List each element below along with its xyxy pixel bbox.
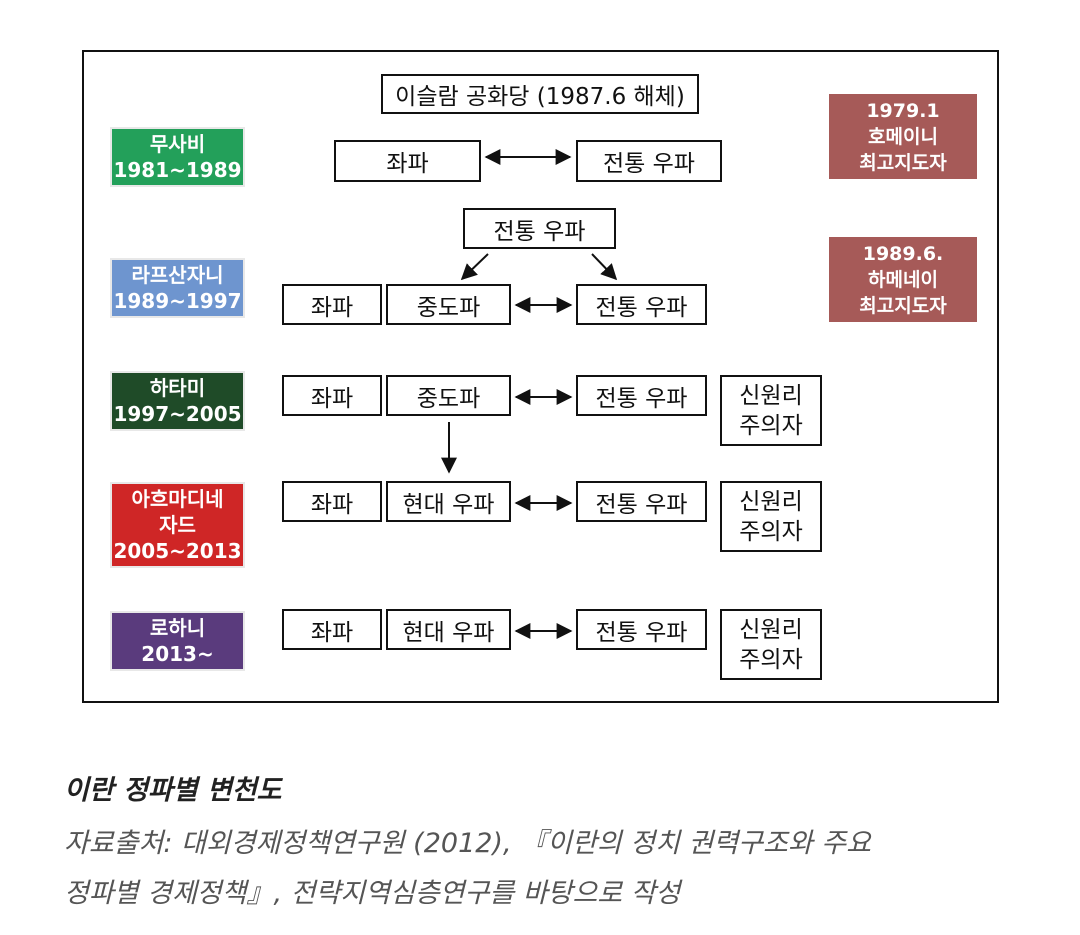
leader-khomeini: 1979.1 호메이니 최고지도자 <box>829 94 977 179</box>
row2-left-box: 좌파 <box>282 284 382 325</box>
row2-traditional-right-box: 전통 우파 <box>576 284 707 325</box>
era-years: 1981~1989 <box>113 158 242 182</box>
row5-neo-fundamentalist-box: 신원리 주의자 <box>720 609 822 680</box>
era-khatami: 하타미 1997~2005 <box>110 371 245 431</box>
era-name-cont: 자드 <box>159 513 196 537</box>
row3-neo-fundamentalist-box: 신원리 주의자 <box>720 375 822 446</box>
era-years: 1997~2005 <box>113 402 242 426</box>
row2-traditional-right-top-box: 전통 우파 <box>463 208 616 249</box>
leader-name: 호메이니 <box>868 125 938 148</box>
era-rouhani: 로하니 2013~ <box>110 611 245 671</box>
row4-neo-fundamentalist-box: 신원리 주의자 <box>720 481 822 552</box>
leader-khamenei: 1989.6. 하메네이 최고지도자 <box>829 237 977 322</box>
era-name: 라프산자니 <box>131 263 224 287</box>
caption-source-line1: 자료출처: 대외경제정책연구원 (2012), 『이란의 정치 권력구조와 주요 <box>64 828 871 859</box>
leader-title: 최고지도자 <box>859 151 947 174</box>
row4-modern-right-box: 현대 우파 <box>386 481 511 522</box>
row2-centrist-box: 중도파 <box>386 284 511 325</box>
row5-traditional-right-box: 전통 우파 <box>576 609 707 650</box>
era-ahmadinejad: 아흐마디네 자드 2005~2013 <box>110 482 245 568</box>
era-years: 2005~2013 <box>113 539 242 563</box>
box-line: 신원리 <box>739 489 803 515</box>
leader-name: 하메네이 <box>868 268 938 291</box>
row3-traditional-right-box: 전통 우파 <box>576 375 707 416</box>
caption-source-line2: 정파별 경제정책』, 전략지역심층연구를 바탕으로 작성 <box>64 878 681 909</box>
row3-centrist-box: 중도파 <box>386 375 511 416</box>
row1-left-box: 좌파 <box>334 140 481 182</box>
box-line: 신원리 <box>739 617 803 643</box>
era-name: 아흐마디네 <box>131 487 224 511</box>
row1-traditional-right-box: 전통 우파 <box>576 140 722 182</box>
box-line: 주의자 <box>739 519 803 545</box>
row5-modern-right-box: 현대 우파 <box>386 609 511 650</box>
caption-title: 이란 정파별 변천도 <box>64 775 282 806</box>
era-name: 로하니 <box>149 616 206 640</box>
row4-traditional-right-box: 전통 우파 <box>576 481 707 522</box>
leader-title: 최고지도자 <box>859 294 947 317</box>
row5-left-box: 좌파 <box>282 609 382 650</box>
row4-left-box: 좌파 <box>282 481 382 522</box>
era-name: 하타미 <box>149 376 206 400</box>
era-mousavi: 무사비 1981~1989 <box>110 127 245 187</box>
leader-date: 1979.1 <box>866 99 940 122</box>
era-name: 무사비 <box>149 132 206 156</box>
box-line: 신원리 <box>739 383 803 409</box>
era-years: 1989~1997 <box>113 289 242 313</box>
box-line: 주의자 <box>739 413 803 439</box>
row3-left-box: 좌파 <box>282 375 382 416</box>
leader-date: 1989.6. <box>862 242 944 265</box>
era-years: 2013~ <box>141 642 214 666</box>
era-rafsanjani: 라프산자니 1989~1997 <box>110 258 245 318</box>
box-line: 주의자 <box>739 647 803 673</box>
islamic-republican-party-box: 이슬람 공화당 (1987.6 해체) <box>381 74 699 114</box>
